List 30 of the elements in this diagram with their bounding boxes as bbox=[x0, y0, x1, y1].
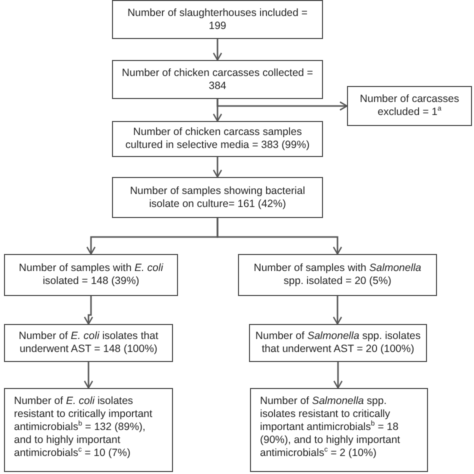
arrow bbox=[216, 99, 348, 111]
box-text: Number of carcasses excluded = 1$^{a}$ bbox=[358, 93, 460, 119]
process-box bbox=[112, 0, 323, 39]
box-text: Number of samples with E. coli isolated = 148 (39%) bbox=[18, 262, 164, 288]
arrow bbox=[332, 296, 342, 325]
arrow bbox=[333, 362, 343, 389]
box-text: Number of samples with Salmonella spp. isolated = 20 (5%) bbox=[252, 262, 422, 288]
process-box bbox=[238, 254, 437, 296]
process-box bbox=[4, 254, 178, 296]
box-text: Number of Salmonella spp. isolates that underwent AST = 20 (100%) bbox=[255, 330, 421, 356]
box-text: Number of chicken carcass samples cultured in selective media = 383 (99%) bbox=[124, 126, 311, 152]
arrow bbox=[212, 39, 222, 61]
process-box bbox=[112, 60, 323, 99]
process-box bbox=[112, 121, 323, 157]
process-box bbox=[112, 177, 323, 218]
box-text: Number of chicken carcasses collected = 384 bbox=[120, 66, 314, 92]
process-box bbox=[347, 86, 472, 126]
process-box bbox=[4, 324, 173, 362]
arrow bbox=[84, 362, 94, 389]
process-box bbox=[4, 388, 173, 472]
box-text: Number of E. coli isolates that underwent AST = 148 (100%) bbox=[18, 330, 160, 356]
arrow bbox=[216, 218, 342, 255]
arrow bbox=[212, 157, 222, 178]
box-text: Number of slaughterhouses included = 199 bbox=[126, 6, 309, 32]
process-box bbox=[250, 388, 428, 472]
process-box bbox=[249, 324, 427, 362]
box-text: Number of Salmonella spp. isolates resistant to critically important antimicrobials$^{b}$ = 18 (90%), and to highly important antimicrobials$^{c}$ = 2 (10%) bbox=[260, 395, 402, 460]
box-text: Number of samples showing bacterial isolate on culture= 161 (42%) bbox=[128, 184, 306, 210]
arrow bbox=[84, 296, 94, 325]
box-text: Number of E. coli isolates resistant to critically important antimicrobials$^{b}$ = 132 (89%), and to highly important antimicrobials$^{c}$ = 10 (7%) bbox=[14, 395, 154, 460]
